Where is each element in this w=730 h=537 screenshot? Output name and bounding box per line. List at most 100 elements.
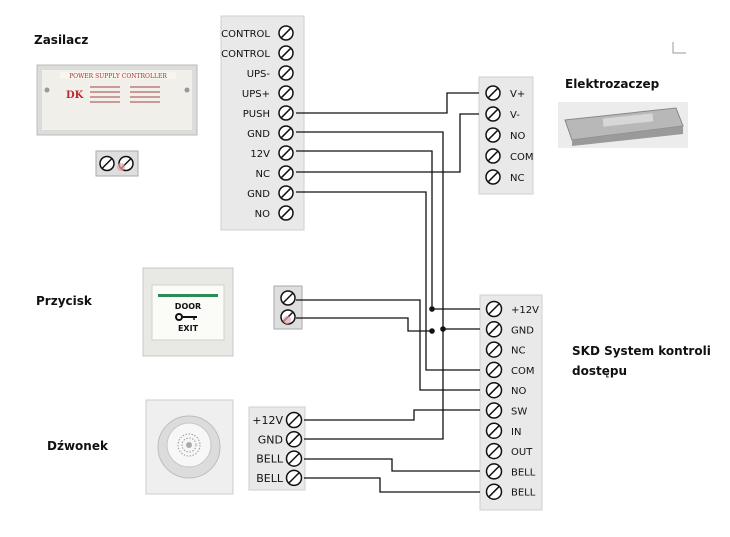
wire-12v-controller-12v	[296, 150, 480, 310]
junction-dot	[429, 328, 435, 334]
spec-line	[90, 101, 120, 103]
wire-nc-strike-vminus	[296, 113, 479, 173]
power-supply-nameplate	[60, 72, 176, 79]
terminal-label: SW	[511, 407, 527, 418]
screw-icon	[278, 85, 294, 101]
terminal-label: CONTROL	[221, 49, 270, 60]
screw-icon	[285, 450, 303, 467]
wire-gnd-controller-gnd	[296, 131, 480, 330]
screw-icon	[278, 105, 294, 121]
screw-icon	[485, 341, 503, 358]
terminal-label: GND	[247, 189, 270, 200]
screw-icon	[184, 87, 190, 93]
marker-dot	[117, 163, 125, 171]
terminal-label: PUSH	[243, 109, 270, 120]
terminal-label: NO	[255, 209, 270, 220]
key-icon	[175, 313, 197, 321]
terminal-label: BELL	[256, 472, 284, 485]
terminal-label: OUT	[511, 447, 533, 458]
button-label: Przycisk	[36, 294, 93, 308]
speaker-grille-icon	[177, 433, 201, 457]
controller-label-line1: SKD System kontroli	[572, 344, 711, 358]
terminal-label: GND	[511, 325, 534, 336]
exit-button-photo: DOOR EXIT	[142, 267, 234, 357]
terminal-label: CONTROL	[221, 29, 270, 40]
screw-icon	[485, 361, 503, 379]
screw-icon	[278, 65, 294, 81]
screw-icon	[485, 321, 503, 338]
terminal-label: BELL	[511, 467, 536, 478]
terminal-label: COM	[511, 366, 534, 377]
spec-line	[130, 101, 160, 103]
junction-dot	[440, 326, 446, 332]
terminal-label: NC	[511, 346, 525, 357]
button-terminal	[273, 285, 303, 330]
corner-mark	[672, 42, 686, 54]
junction-dot	[429, 306, 435, 312]
screw-icon	[485, 169, 501, 185]
screw-icon	[485, 85, 501, 101]
strike-label: Elektrozaczep	[565, 77, 660, 91]
power-supply-brand: DK	[66, 90, 84, 101]
spec-line	[90, 86, 120, 88]
screw-icon	[278, 25, 294, 41]
marker-dot	[283, 316, 291, 324]
wires	[296, 92, 480, 493]
terminal-label: +12V	[511, 305, 539, 316]
screw-icon	[99, 155, 115, 172]
spec-line	[130, 91, 160, 93]
controller-terminal-block: +12V GND NC COM NO SW IN OUT BELL BELL	[479, 294, 543, 511]
strike-photo	[558, 102, 688, 148]
screw-icon	[285, 431, 303, 448]
terminal-label: UPS-	[247, 69, 271, 80]
strike-side	[572, 126, 683, 146]
screw-icon	[44, 87, 50, 93]
screw-icon	[485, 442, 503, 460]
bell-label: Dźwonek	[47, 439, 109, 453]
screw-icon	[485, 106, 501, 122]
terminal-label: V+	[510, 89, 525, 100]
screw-icon	[285, 469, 303, 487]
wire-button-to-12v	[296, 317, 432, 332]
screw-icon	[485, 300, 503, 318]
screw-icon	[280, 290, 296, 306]
screw-icon	[485, 483, 503, 500]
screw-icon	[485, 148, 501, 164]
screw-icon	[485, 381, 503, 399]
spec-line	[90, 96, 120, 98]
wire-push-strike-vplus	[296, 92, 479, 114]
terminal-label: 12V	[250, 149, 270, 160]
screw-icon	[278, 165, 294, 181]
controller-label-line2: dostępu	[572, 364, 627, 378]
spec-line	[90, 91, 120, 93]
wire-bell-gnd	[304, 329, 444, 440]
terminal-label: +12V	[252, 414, 283, 427]
terminal-label: UPS+	[242, 89, 270, 100]
screw-icon	[285, 411, 303, 429]
terminal-label: COM	[510, 152, 533, 163]
wire-bell-12v-controller-sw	[304, 409, 480, 421]
terminal-label: NC	[510, 173, 524, 184]
terminal-label: IN	[511, 427, 521, 438]
screw-icon	[485, 422, 503, 440]
screw-icon	[485, 463, 503, 480]
wire-bell-controller-bell1	[304, 458, 480, 472]
terminal-label: BELL	[511, 488, 536, 499]
power-supply-face	[42, 70, 192, 130]
screw-icon	[278, 205, 294, 221]
terminal-label: BELL	[256, 453, 284, 466]
screw-icon	[485, 402, 503, 419]
exit-text: EXIT	[178, 324, 199, 333]
power-supply-label: Zasilacz	[34, 33, 88, 47]
screw-icon	[278, 145, 294, 161]
screw-icon	[278, 125, 294, 141]
terminal-label: NO	[511, 386, 526, 397]
power-supply-photo: POWER SUPPLY CONTROLLER DK	[36, 64, 198, 136]
wire-button-controller-no	[296, 299, 480, 391]
wire-gnd2-controller-com	[296, 191, 480, 371]
strike-plate	[602, 113, 654, 127]
